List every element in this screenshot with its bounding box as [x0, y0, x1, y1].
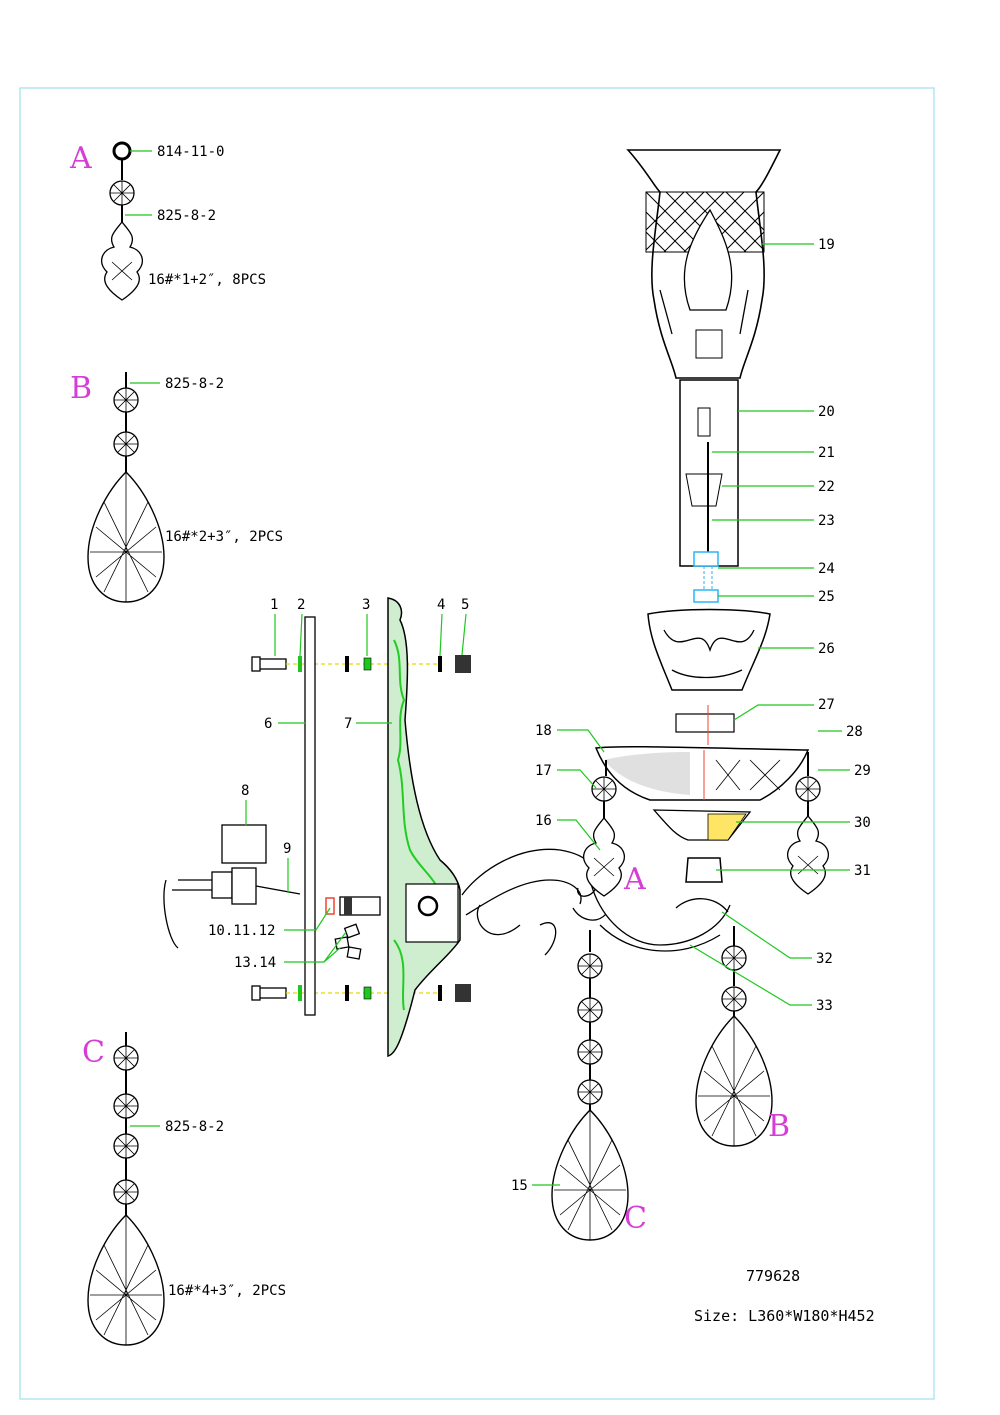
callout-a: A 814-11-0 825-8-2 16#*1+2″, 8PCS	[69, 141, 266, 301]
label-27: 27	[818, 697, 835, 713]
label-30: 30	[854, 815, 871, 831]
label-18: 18	[535, 723, 552, 739]
label-7: 7	[344, 716, 352, 732]
callout-a-letter: A	[69, 141, 92, 176]
callout-c: C 825-8-2 16#*4+3″, 2PCS	[82, 1032, 286, 1346]
label-13-14: 13.14	[234, 955, 276, 971]
wall-mount	[163, 597, 471, 1057]
label-10-11-12: 10.11.12	[208, 923, 275, 939]
label-23: 23	[818, 513, 835, 529]
label-26: 26	[818, 641, 835, 657]
model-number: 779628	[746, 1267, 800, 1285]
leader-lines	[245, 243, 850, 1186]
page-frame	[19, 87, 935, 1400]
label-17: 17	[535, 763, 552, 779]
label-2: 2	[297, 597, 305, 613]
label-33: 33	[816, 998, 833, 1014]
label-25: 25	[818, 589, 835, 605]
label-3: 3	[362, 597, 370, 613]
callout-b: B 825-8-2 16#*2+3″, 2PCS	[70, 371, 283, 603]
callout-b-spec: 16#*2+3″, 2PCS	[165, 529, 283, 545]
label-29: 29	[854, 763, 871, 779]
label-31: 31	[854, 863, 871, 879]
inline-letter-b: B	[768, 1109, 790, 1144]
label-21: 21	[818, 445, 835, 461]
callout-a-part-chain: 825-8-2	[157, 208, 216, 224]
label-20: 20	[818, 404, 835, 420]
label-8: 8	[241, 783, 249, 799]
label-5: 5	[461, 597, 469, 613]
callout-a-part-top: 814-11-0	[157, 144, 224, 160]
arm-assembly	[461, 149, 810, 956]
label-6: 6	[264, 716, 272, 732]
callout-c-part-chain: 825-8-2	[165, 1119, 224, 1135]
inline-letter-a: A	[623, 862, 646, 897]
callout-a-spec: 16#*1+2″, 8PCS	[148, 272, 266, 288]
label-32: 32	[816, 951, 833, 967]
part-labels: 1 2 3 4 5 6 7 8 9 10.11.12 13.14 15 16 1…	[208, 237, 871, 1194]
callout-b-letter: B	[70, 371, 92, 406]
arm-crystals	[551, 752, 829, 1241]
label-16: 16	[535, 813, 552, 829]
label-19: 19	[818, 237, 835, 253]
callout-c-letter: C	[82, 1035, 105, 1070]
label-28: 28	[846, 724, 863, 740]
label-22: 22	[818, 479, 835, 495]
inline-letter-c: C	[624, 1201, 647, 1236]
size-text: Size: L360*W180*H452	[694, 1307, 875, 1325]
label-9: 9	[283, 841, 291, 857]
label-24: 24	[818, 561, 835, 577]
callout-c-spec: 16#*4+3″, 2PCS	[168, 1283, 286, 1299]
label-4: 4	[437, 597, 445, 613]
callout-b-part-chain: 825-8-2	[165, 376, 224, 392]
label-15: 15	[511, 1178, 528, 1194]
label-1: 1	[270, 597, 278, 613]
